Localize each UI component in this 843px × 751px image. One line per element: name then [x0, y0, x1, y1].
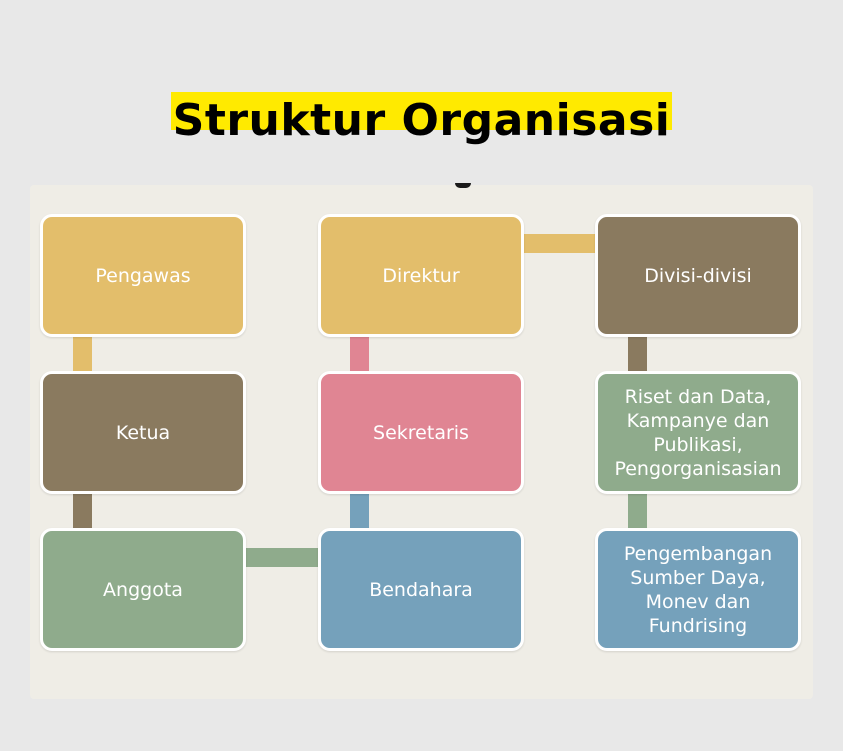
node-divisi-divisi: Divisi-divisi: [595, 214, 801, 337]
node-anggota: Anggota: [40, 528, 246, 651]
node-ketua: Ketua: [40, 371, 246, 494]
node-riset-kampanye: Riset dan Data, Kampanye dan Publikasi, …: [595, 371, 801, 494]
connector-pengawas-ketua: [73, 336, 92, 374]
connector-divisi-riset: [628, 336, 647, 374]
connector-sekretaris-bendahara: [350, 492, 369, 530]
node-sekretaris: Sekretaris: [318, 371, 524, 494]
panel-notch: [455, 183, 471, 188]
connector-riset-pengembangan: [628, 492, 647, 530]
title-wrap: Struktur Organisasi: [0, 92, 843, 150]
connector-direktur-sekretaris: [350, 336, 369, 374]
node-bendahara: Bendahara: [318, 528, 524, 651]
connector-anggota-bendahara: [246, 548, 320, 567]
node-pengawas: Pengawas: [40, 214, 246, 337]
node-direktur: Direktur: [318, 214, 524, 337]
connector-direktur-divisi: [524, 234, 598, 253]
connector-ketua-anggota: [73, 492, 92, 530]
node-pengembangan: Pengembangan Sumber Daya, Monev dan Fund…: [595, 528, 801, 651]
diagram-title: Struktur Organisasi: [170, 92, 673, 150]
